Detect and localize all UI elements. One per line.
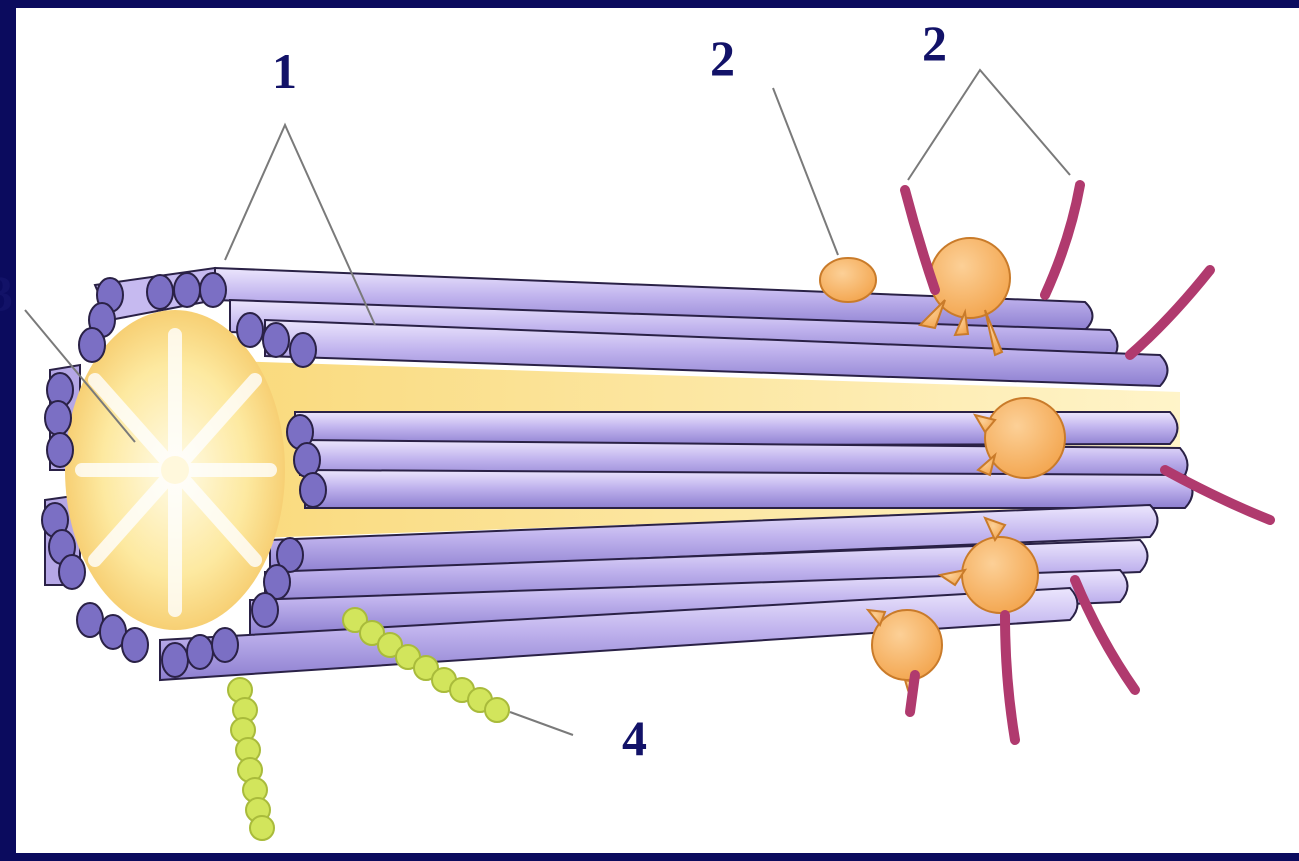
label-3: 3 (0, 265, 13, 321)
magenta-arm (910, 675, 915, 712)
label-1: 1 (272, 43, 297, 99)
magenta-arm (905, 190, 935, 290)
label-2a: 2 (710, 30, 735, 86)
orange-protein (820, 258, 876, 302)
magenta-arm (1005, 615, 1015, 740)
green-chain-vertical (228, 678, 274, 840)
label-2b: 2 (922, 15, 947, 71)
magenta-arm (1045, 185, 1080, 295)
leader-line-2a (773, 88, 838, 255)
label-4: 4 (622, 710, 647, 766)
magenta-arm (1130, 270, 1210, 355)
leader-line-4 (510, 712, 573, 735)
orange-protein-bottom (868, 610, 942, 690)
leader-line-2b (908, 70, 1070, 180)
